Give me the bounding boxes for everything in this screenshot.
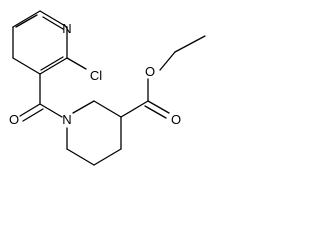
pyridine-ring — [12, 10, 68, 75]
structure-canvas: N Cl O N O O — [9, 10, 206, 166]
bond — [72, 100, 95, 114]
bond — [12, 10, 41, 28]
ester-carbonyl-oxygen-label: O — [171, 112, 181, 127]
carbonyl-oxygen-label: O — [9, 112, 19, 127]
bond — [66, 57, 87, 70]
piperidine-ring — [66, 100, 122, 166]
bond — [42, 16, 64, 30]
bond — [39, 103, 63, 118]
bond — [22, 108, 44, 122]
bond — [39, 57, 68, 75]
pyridine-nitrogen-label: N — [62, 21, 71, 36]
bond — [15, 14, 38, 28]
bond — [120, 100, 149, 118]
chlorine-label: Cl — [90, 68, 102, 83]
bond — [144, 105, 167, 119]
bond — [39, 10, 68, 28]
bond — [19, 103, 41, 117]
piperidine-nitrogen-label: N — [62, 112, 71, 127]
bond — [93, 100, 122, 118]
ester-group — [120, 35, 206, 119]
ester-ether-oxygen-label: O — [145, 64, 155, 79]
chemical-structure: N Cl O N O O — [9, 10, 206, 166]
bond — [66, 148, 95, 166]
bond — [12, 57, 41, 75]
bond — [93, 148, 122, 166]
bond — [159, 51, 176, 71]
bond — [147, 100, 170, 114]
bond — [40, 56, 64, 71]
bond — [174, 35, 206, 53]
